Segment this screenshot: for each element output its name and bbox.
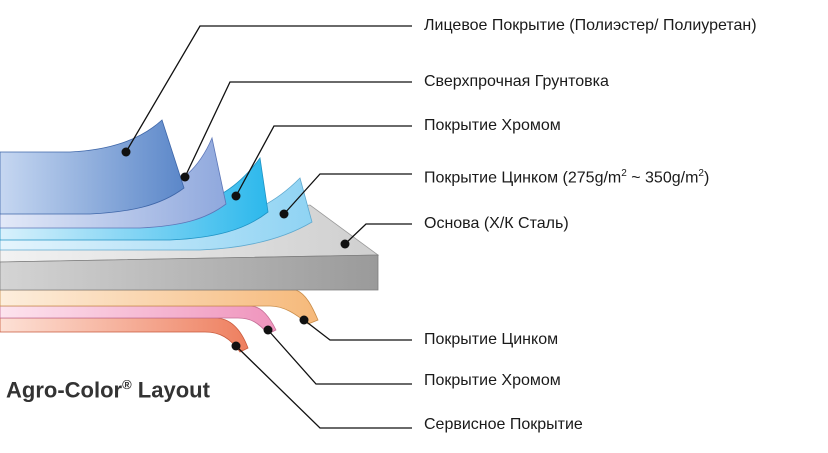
label-zinc-top-prefix: Покрытие Цинком (275g/m	[424, 169, 622, 187]
leader-zinc-bottom	[303, 319, 412, 341]
leader-service	[235, 345, 412, 429]
brand-suffix: Layout	[131, 377, 210, 403]
label-service: Сервисное Покрытие	[424, 416, 583, 433]
dot-zinc-top	[279, 209, 289, 219]
dot-base	[340, 239, 350, 249]
label-zinc-top: Покрытие Цинком (275g/m2 ~ 350g/m2)	[424, 165, 709, 187]
dot-service	[231, 341, 241, 351]
dot-top-coat	[121, 147, 131, 157]
dot-primer	[180, 172, 190, 182]
label-zinc-top-sup1: 2	[621, 168, 627, 179]
label-chrome-top: Покрытие Хромом	[424, 117, 561, 134]
brand-name: Agro-Color	[6, 377, 123, 403]
leader-lines	[125, 25, 412, 429]
label-zinc-top-sup2: 2	[698, 168, 704, 179]
leader-zinc-top	[283, 173, 412, 215]
label-zinc-top-mid: ~ 350g/m	[626, 169, 699, 187]
dot-zinc-bottom	[299, 315, 309, 325]
registered-mark: ®	[122, 377, 132, 392]
label-top-coat: Лицевое Покрытие (Полиэстер/ Полиуретан)	[424, 17, 757, 34]
service-coat-layer	[0, 317, 249, 353]
steel-base-front	[0, 254, 379, 291]
leader-dots	[121, 147, 350, 351]
label-zinc-bottom: Покрытие Цинком	[424, 331, 559, 348]
label-zinc-top-suffix: )	[703, 169, 710, 187]
leader-chrome-bottom	[267, 329, 412, 385]
top-coat-layer	[0, 119, 185, 215]
leader-primer	[184, 81, 412, 178]
brand-caption: Agro-Color® Layout	[6, 377, 210, 403]
leader-base	[344, 223, 412, 245]
label-chrome-bottom: Покрытие Хромом	[424, 372, 561, 389]
dot-chrome-bottom	[263, 325, 273, 335]
leader-chrome-top	[235, 125, 412, 197]
label-base: Основа (Х/К Сталь)	[424, 215, 569, 232]
leader-top-coat	[125, 25, 412, 153]
dot-chrome-top	[231, 191, 241, 201]
zinc-bottom-layer	[0, 289, 319, 325]
label-primer: Сверхпрочная Грунтовка	[424, 73, 609, 90]
